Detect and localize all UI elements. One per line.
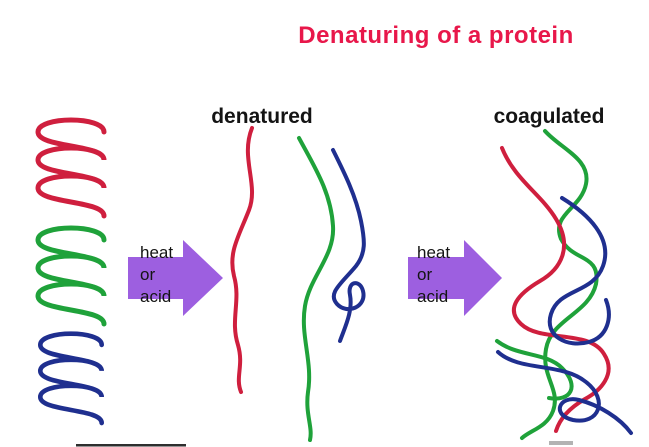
diagram-title: Denaturing of a protein bbox=[298, 22, 574, 49]
denatured-red-strand-icon bbox=[230, 126, 254, 394]
coagulated-proteins-group bbox=[495, 129, 633, 440]
crop-artifact-mark bbox=[549, 441, 573, 445]
arrow-2-label-line2: or bbox=[417, 265, 433, 284]
coagulated-blue-strand-2-icon bbox=[496, 350, 633, 435]
arrow-1-label-line2: or bbox=[140, 265, 156, 284]
arrow-1-label-line3: acid bbox=[140, 287, 172, 306]
label-coagulated: coagulated bbox=[493, 105, 605, 128]
label-denatured: denatured bbox=[211, 105, 313, 128]
coagulated-blue-strand-icon bbox=[547, 196, 611, 346]
coagulated-red-strand-icon bbox=[500, 146, 611, 433]
denatured-green-strand-icon bbox=[297, 136, 336, 442]
arrow-2-label-line1: heat bbox=[417, 243, 451, 262]
denatured-blue-strand-icon bbox=[331, 148, 366, 343]
crop-artifact-line bbox=[76, 444, 186, 447]
heat-or-acid-arrow-1 bbox=[128, 240, 223, 316]
arrow-2-label: heat or acid bbox=[417, 242, 450, 308]
denatured-proteins-group bbox=[230, 126, 366, 442]
arrow-1-label-line1: heat bbox=[140, 243, 174, 262]
arrow-2-label-line3: acid bbox=[417, 287, 449, 306]
native-blue-coil-icon bbox=[37, 331, 105, 426]
native-red-coil-icon bbox=[35, 117, 107, 219]
heat-or-acid-arrow-2 bbox=[408, 240, 502, 316]
native-green-coil-icon bbox=[35, 225, 107, 327]
native-proteins-group bbox=[35, 117, 107, 426]
arrow-1-label: heat or acid bbox=[140, 242, 173, 308]
coagulated-green-strand-2-icon bbox=[495, 339, 574, 401]
